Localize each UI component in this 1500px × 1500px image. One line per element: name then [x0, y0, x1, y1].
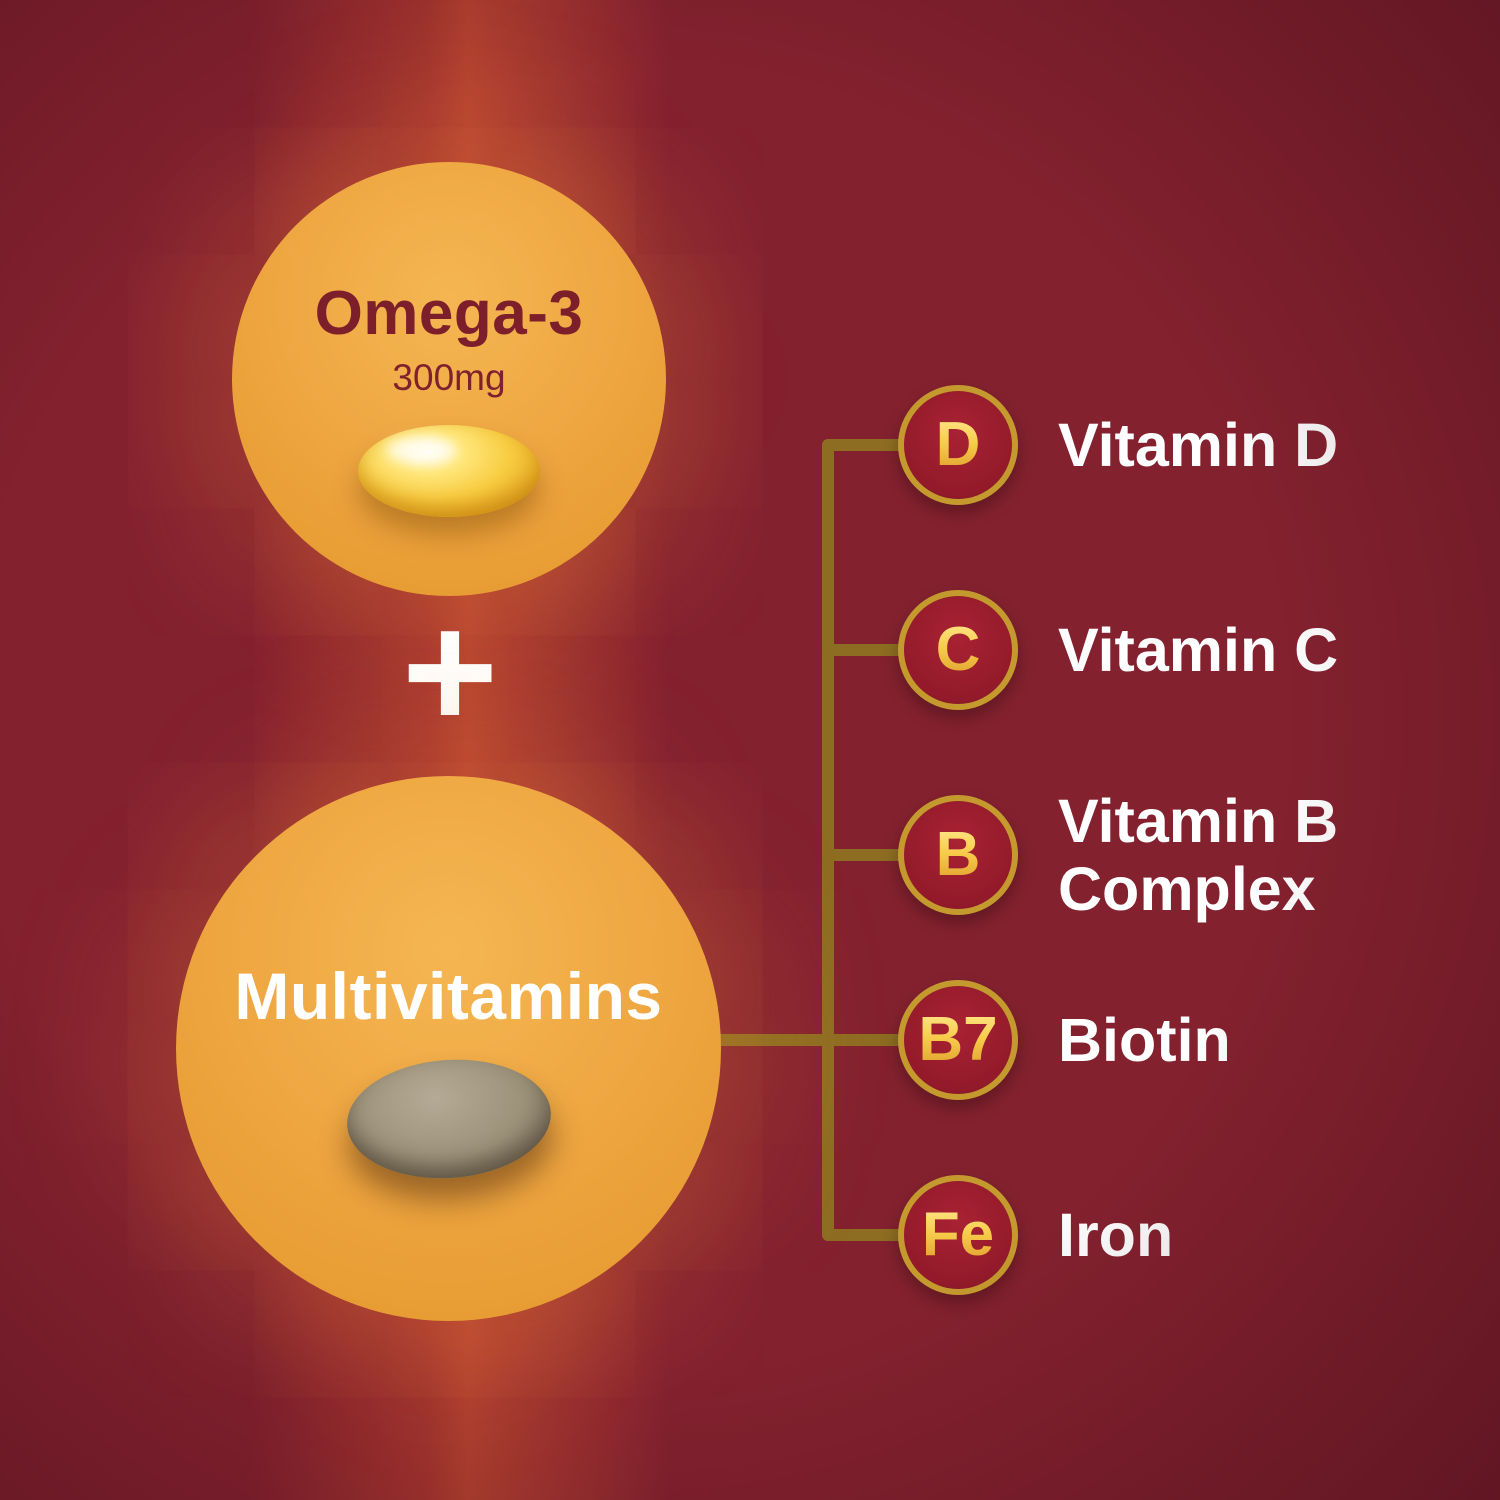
vitamin-d-label: Vitamin D	[1058, 410, 1339, 479]
multivitamins-title: Multivitamins	[234, 959, 663, 1033]
multivitamin-tablet-icon	[342, 1053, 555, 1185]
omega3-circle: Omega-3 300mg	[232, 162, 666, 596]
omega3-title: Omega-3	[314, 279, 584, 348]
connector-branch-vitamin-c	[822, 644, 908, 656]
iron-label: Iron	[1058, 1200, 1174, 1269]
omega3-dose: 300mg	[392, 357, 506, 398]
node-row-biotin: B7 Biotin	[898, 980, 1231, 1100]
biotin-badge: B7	[898, 980, 1018, 1100]
node-row-vitamin-d: D Vitamin D	[898, 385, 1339, 505]
vitamin-b-symbol: B	[935, 820, 981, 889]
connector-feed-from-multivitamins	[698, 1034, 830, 1046]
vitamin-d-badge: D	[898, 385, 1018, 505]
iron-symbol: Fe	[921, 1200, 995, 1269]
vitamin-c-badge: C	[898, 590, 1018, 710]
plus-sign: +	[401, 578, 499, 763]
node-row-vitamin-b: B Vitamin B Complex	[898, 787, 1418, 923]
vitamin-b-label: Vitamin B Complex	[1058, 786, 1339, 923]
vitamin-c-label: Vitamin C	[1058, 615, 1339, 684]
biotin-symbol: B7	[918, 1005, 998, 1074]
connector-branch-biotin	[822, 1034, 908, 1046]
node-row-iron: Fe Iron	[898, 1175, 1174, 1295]
multivitamins-circle: Multivitamins	[176, 776, 721, 1321]
iron-badge: Fe	[898, 1175, 1018, 1295]
connector-trunk	[822, 441, 834, 1239]
connector-branch-iron	[822, 1229, 908, 1241]
vitamin-d-symbol: D	[935, 410, 981, 479]
biotin-label: Biotin	[1058, 1005, 1231, 1074]
vitamin-c-symbol: C	[935, 615, 981, 684]
connector-branch-vitamin-d	[822, 439, 908, 451]
connector-branch-vitamin-b	[822, 849, 908, 861]
softgel-capsule-icon	[358, 425, 540, 517]
node-row-vitamin-c: C Vitamin C	[898, 590, 1339, 710]
vitamin-b-badge: B	[898, 795, 1018, 915]
